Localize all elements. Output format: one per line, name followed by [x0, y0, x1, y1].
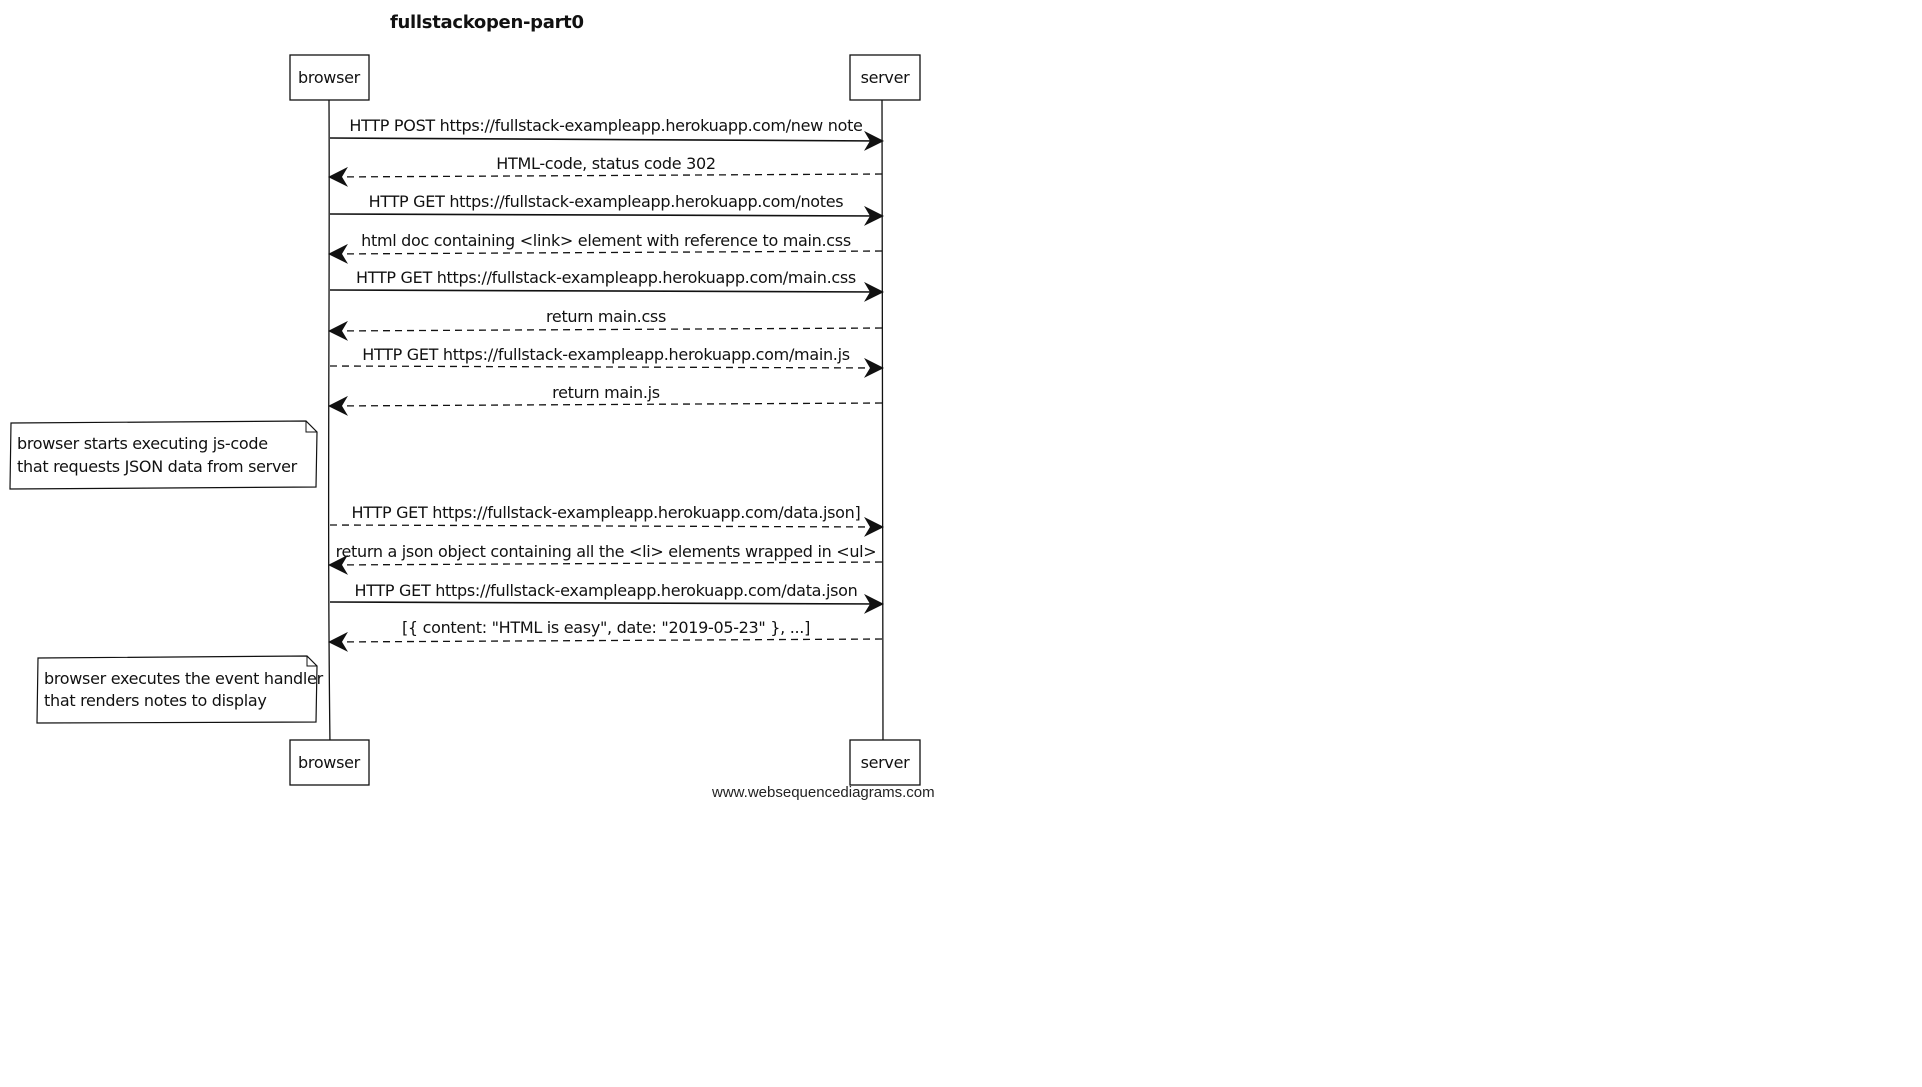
participant-browser-bottom: browser — [289, 739, 370, 786]
message-label: html doc containing <link> element with … — [361, 231, 851, 250]
message-label: [{ content: "HTML is easy", date: "2019-… — [402, 618, 810, 637]
message-label: HTML-code, status code 302 — [496, 154, 715, 173]
participant-server-label: server — [861, 753, 911, 772]
message-label: HTTP GET https://fullstack-exampleapp.he… — [369, 192, 844, 211]
message-2: HTML-code, status code 302 — [328, 154, 883, 187]
lifeline-server — [881, 99, 884, 746]
message-label: HTTP GET https://fullstack-exampleapp.he… — [362, 345, 850, 364]
message-12: [{ content: "HTML is easy", date: "2019-… — [328, 618, 883, 652]
message-label: return main.js — [552, 383, 660, 402]
message-6: return main.css — [328, 307, 883, 341]
message-label: return main.css — [546, 307, 666, 326]
lifeline-browser — [327, 99, 331, 746]
watermark-link[interactable]: www.websequencediagrams.com — [711, 784, 935, 801]
note-line: browser executes the event handler — [44, 669, 324, 688]
participant-browser-top: browser — [289, 54, 370, 101]
note-line: that renders notes to display — [44, 691, 267, 710]
note-1: browser starts executing js-code that re… — [9, 420, 318, 490]
message-9: HTTP GET https://fullstack-exampleapp.he… — [329, 503, 884, 537]
message-11: HTTP GET https://fullstack-exampleapp.he… — [329, 581, 884, 614]
participant-browser-label: browser — [298, 68, 361, 87]
participant-server-bottom: server — [849, 739, 921, 786]
message-1: HTTP POST https://fullstack-exampleapp.h… — [329, 116, 884, 151]
message-label: HTTP POST https://fullstack-exampleapp.h… — [349, 116, 862, 135]
diagram-title: fullstackopen-part0 — [390, 12, 584, 33]
participant-server-label: server — [861, 68, 911, 87]
message-label: HTTP GET https://fullstack-exampleapp.he… — [355, 581, 858, 600]
note-line: browser starts executing js-code — [17, 434, 268, 453]
message-10: return a json object containing all the … — [328, 542, 883, 575]
message-8: return main.js — [328, 383, 883, 416]
message-3: HTTP GET https://fullstack-exampleapp.he… — [329, 192, 884, 226]
message-label: return a json object containing all the … — [336, 542, 877, 561]
message-label: HTTP GET https://fullstack-exampleapp.he… — [356, 268, 856, 287]
participant-browser-label: browser — [298, 753, 361, 772]
message-4: html doc containing <link> element with … — [328, 231, 883, 264]
message-5: HTTP GET https://fullstack-exampleapp.he… — [329, 268, 884, 302]
message-label: HTTP GET https://fullstack-exampleapp.he… — [352, 503, 861, 522]
participant-server-top: server — [849, 54, 921, 101]
note-line: that requests JSON data from server — [17, 457, 298, 476]
note-2: browser executes the event handler that … — [36, 655, 324, 724]
message-7: HTTP GET https://fullstack-exampleapp.he… — [329, 345, 884, 378]
